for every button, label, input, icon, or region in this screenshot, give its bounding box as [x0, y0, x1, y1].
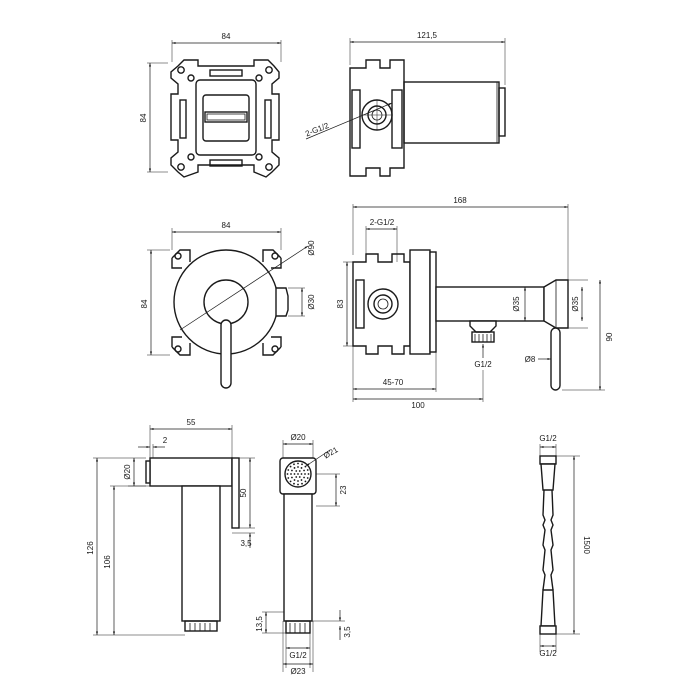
lever-dia-label: Ø8	[525, 355, 536, 364]
port-dia-label: Ø30	[307, 294, 316, 310]
lever-len-label: 90	[605, 332, 614, 341]
total-height-label: 126	[86, 541, 95, 555]
nozzle-dot	[300, 467, 303, 469]
nozzle-dot	[293, 473, 296, 475]
hose-bottom-thread-label: G1/2	[539, 649, 557, 658]
nozzle-dot	[295, 470, 298, 472]
rim-label: 3,5	[240, 539, 252, 548]
face-dia-label: Ø21	[322, 445, 340, 461]
nozzle-dot	[298, 476, 301, 478]
nozzle-dot	[290, 473, 292, 475]
thread-height-label: 3,5	[343, 626, 352, 638]
nozzle-dot	[303, 476, 305, 479]
nozzle-dot	[301, 463, 303, 466]
nozzle-dot	[287, 469, 290, 471]
dim-offset-label: 2	[163, 436, 168, 445]
nozzle-dot	[287, 477, 290, 479]
outlet-dia-label: Ø35	[571, 296, 580, 312]
nozzle-dot	[297, 473, 299, 475]
dim-total-label: 168	[453, 196, 467, 205]
nozzle-dot	[303, 469, 305, 472]
hose-view: G1/2 1500 G1/2	[539, 434, 591, 658]
nozzle-dot	[304, 473, 306, 475]
mounting-box-front-view: 84 84	[139, 32, 282, 178]
nozzle-dot	[293, 479, 296, 481]
nozzle-dot	[304, 480, 307, 483]
nozzle-dot	[293, 482, 295, 485]
nozzle-dot	[291, 476, 293, 479]
thread-label: 2-G1/2	[370, 218, 395, 227]
spray-nozzles	[286, 462, 310, 486]
nozzle-dot	[297, 462, 299, 465]
top-dia-label: Ø20	[290, 433, 306, 442]
thread-label: 2-G1/2	[304, 121, 331, 139]
nozzle-dot	[297, 483, 299, 486]
nozzle-dot	[306, 477, 309, 479]
handle-height-label: 106	[103, 555, 112, 569]
valve-side-view: 168 2-G1/2 83 G1/2	[336, 196, 614, 410]
body-dia-label: Ø35	[512, 296, 521, 312]
nozzle-dot	[289, 480, 292, 483]
nozzle-dot	[300, 473, 303, 475]
nozzle-dot	[295, 476, 298, 478]
hose-top-thread-label: G1/2	[539, 434, 557, 443]
nozzle-dot	[286, 473, 289, 475]
handshower-front-view: Ø20 Ø21 23 13,5 3,5 G1/2	[255, 433, 352, 676]
nozzle-dot	[307, 473, 310, 475]
nozzle-dot	[304, 465, 307, 468]
spray-len-label: 50	[239, 488, 248, 497]
dim-length-label: 121,5	[417, 31, 438, 40]
nozzle-dot	[301, 482, 303, 485]
nozzle-dot	[293, 467, 296, 469]
dim-height-label: 84	[139, 113, 148, 122]
outlet-thread-label: G1/2	[474, 360, 492, 369]
base-height-label: 13,5	[255, 616, 264, 632]
nozzle-dot	[291, 469, 293, 472]
dim-width-label: 84	[222, 32, 231, 41]
nozzle-dot	[297, 480, 299, 482]
nozzle-dot	[300, 479, 303, 481]
dim-length-label: 55	[187, 418, 196, 427]
nozzle-dot	[289, 465, 292, 468]
nozzle-dot	[298, 470, 301, 472]
depth-label: 100	[411, 401, 425, 410]
cover-dia-label: Ø90	[307, 240, 316, 256]
base-dia-label: Ø23	[290, 667, 306, 676]
hose-length-label: 1500	[582, 536, 591, 554]
nozzle-dot	[306, 469, 309, 471]
handshower-side-view: 55 2 Ø20 50 3,5 126	[86, 418, 255, 636]
face-height-label: 23	[339, 485, 348, 494]
valve-front-view: 84 84 Ø90 Ø30	[140, 221, 316, 389]
dim-height-label: 83	[336, 299, 345, 308]
nozzle-dot	[293, 463, 295, 466]
dim-height-label: 84	[140, 299, 149, 308]
base-thread-label: G1/2	[289, 651, 307, 660]
head-dia-label: Ø20	[123, 464, 132, 480]
nozzle-dot	[297, 466, 299, 468]
dim-width-label: 84	[222, 221, 231, 230]
depth-range-label: 45-70	[383, 378, 404, 387]
mounting-box-side-view: 121,5 2-G1/2	[304, 31, 506, 177]
